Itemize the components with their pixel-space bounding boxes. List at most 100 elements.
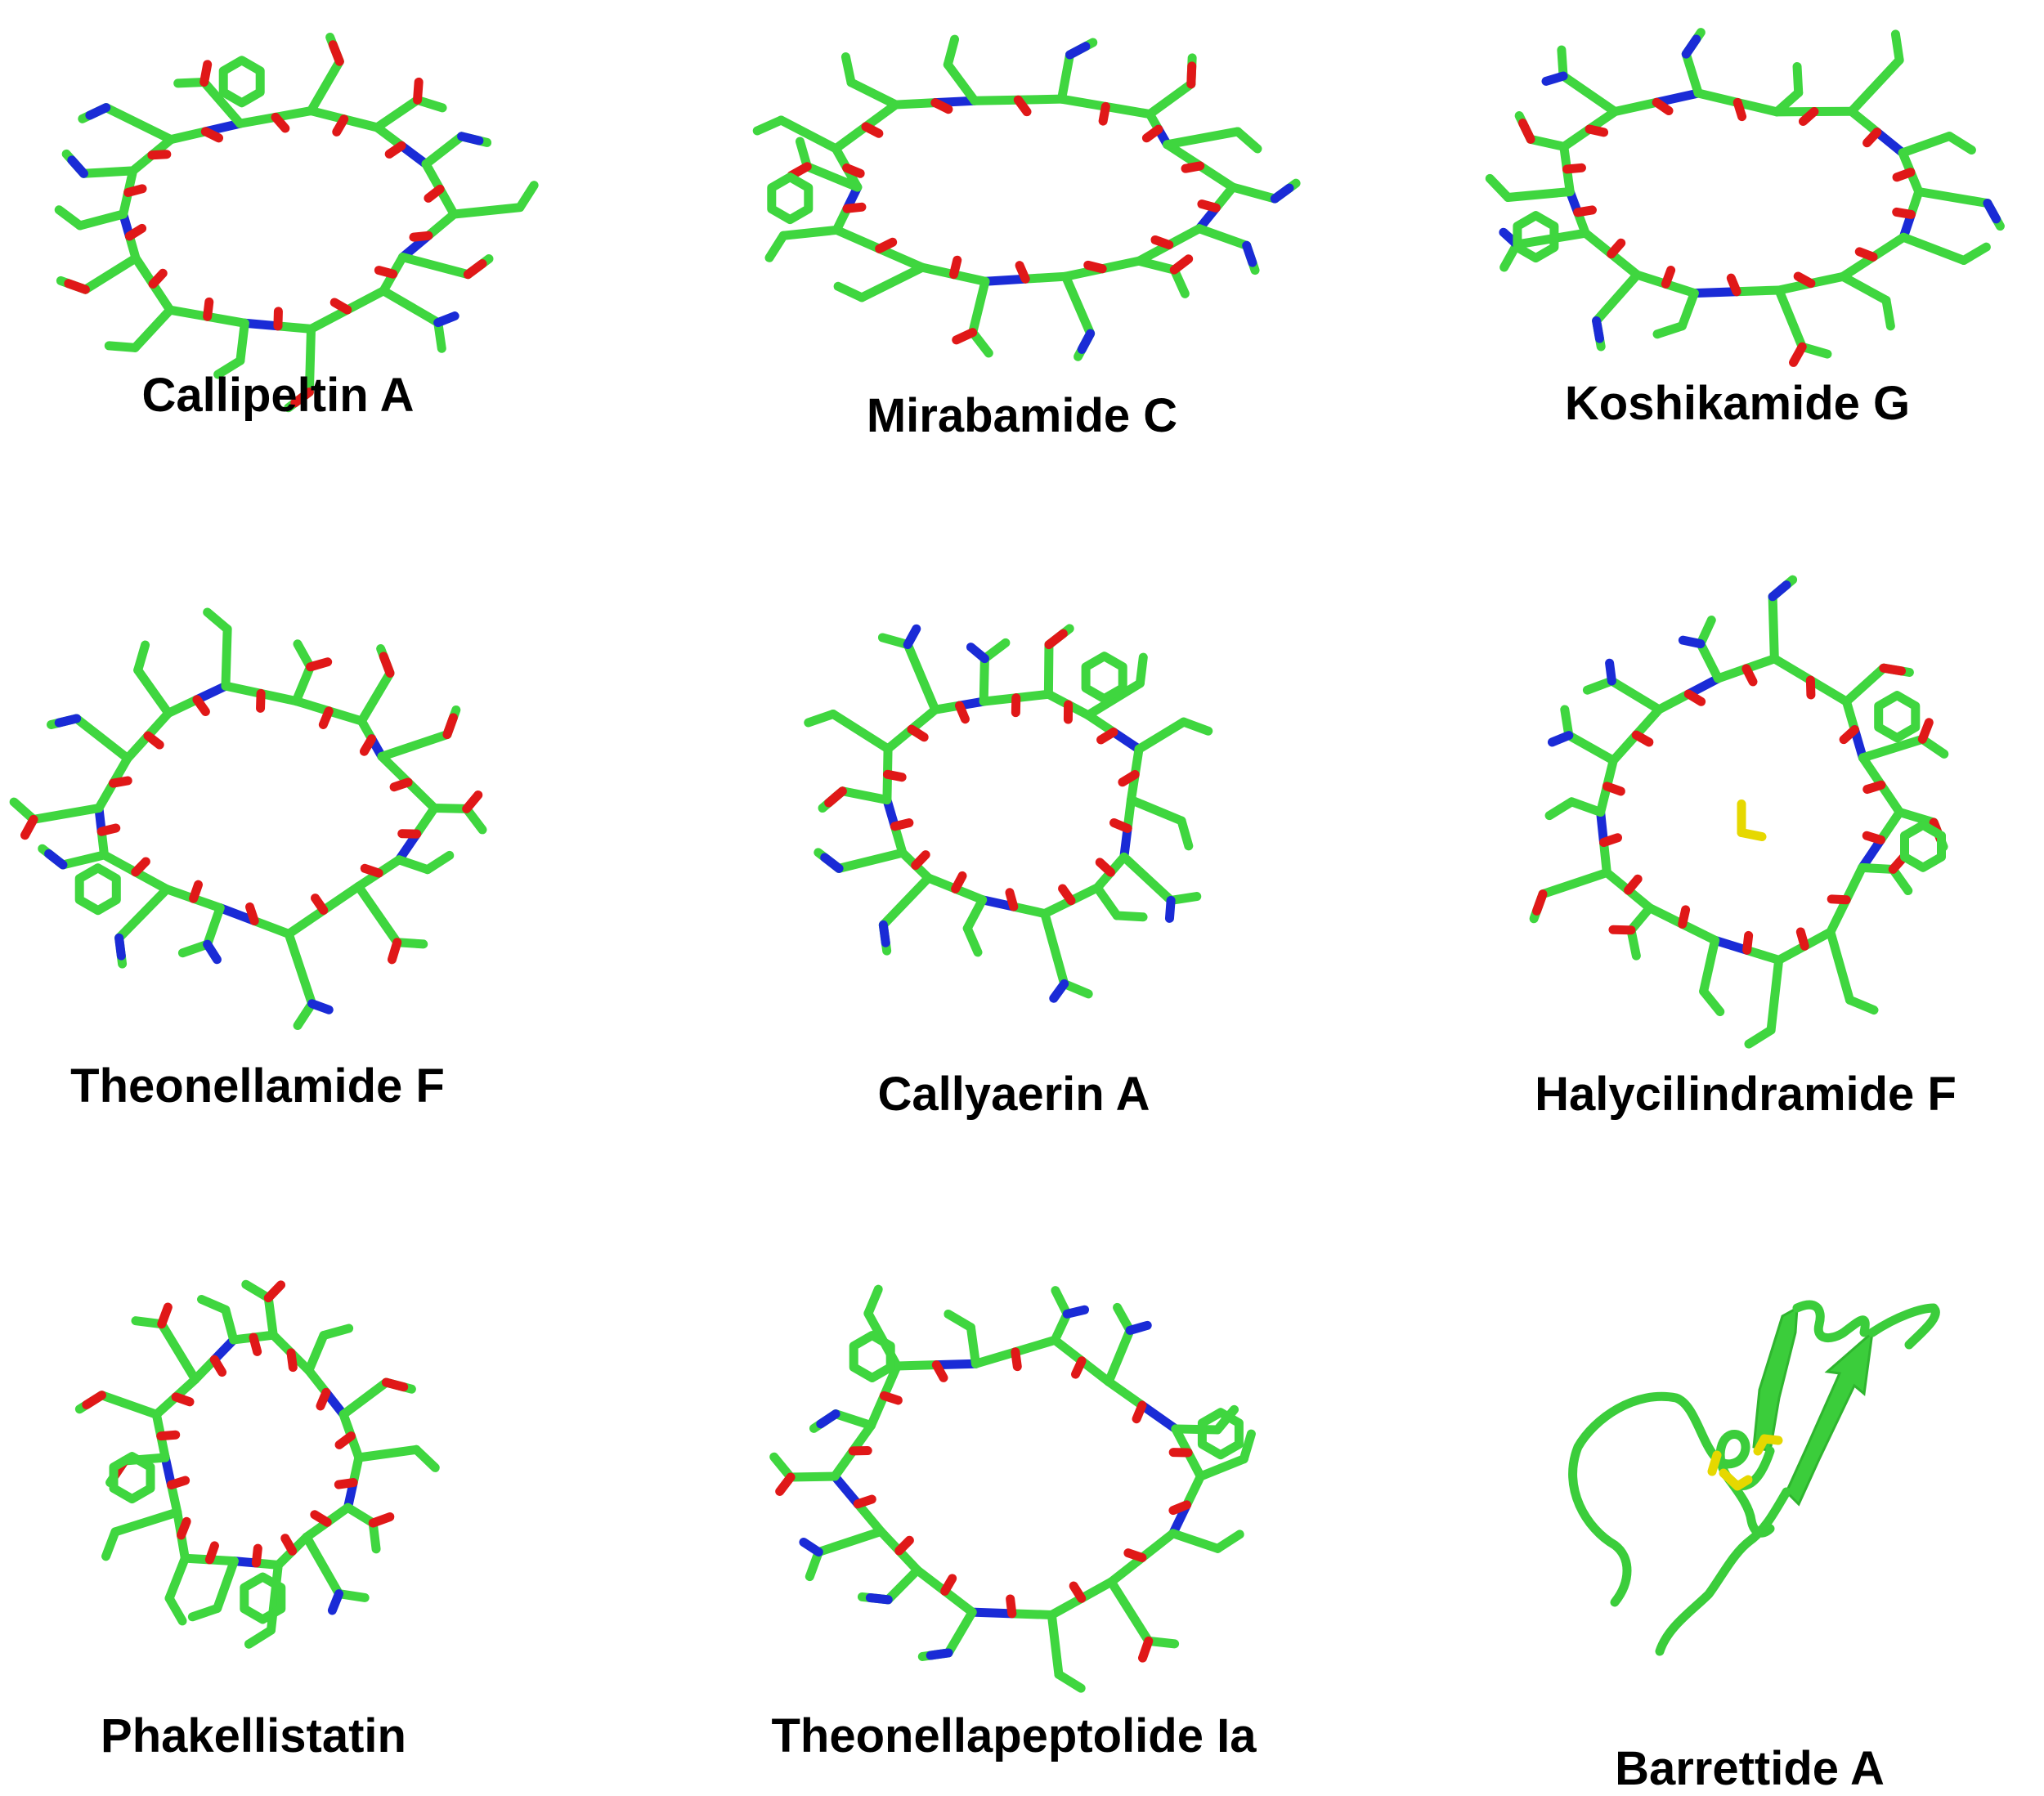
bond-stick: [192, 1608, 217, 1616]
bond-stick: [1015, 1352, 1017, 1367]
bond-stick: [333, 45, 339, 61]
bond-stick: [1603, 842, 1607, 872]
bond-stick: [1749, 1030, 1771, 1044]
bond-stick: [1811, 276, 1843, 283]
bond-stick: [1128, 1553, 1142, 1558]
bond-stick: [1200, 1459, 1244, 1476]
bond-stick: [1949, 137, 1971, 150]
bond-stick: [1589, 129, 1604, 132]
bond-stick: [1849, 1000, 1874, 1010]
bond-stick: [783, 230, 836, 235]
bond-stick: [434, 808, 466, 809]
bond-stick: [1899, 813, 1934, 823]
bond-stick: [1686, 54, 1698, 93]
bond-stick: [880, 242, 893, 249]
bond-stick: [1109, 1330, 1130, 1382]
bond-stick: [337, 119, 344, 132]
bond-stick: [769, 235, 783, 258]
bond-stick: [311, 662, 328, 667]
bond-stick: [838, 286, 862, 298]
bond-stick: [1238, 132, 1257, 149]
bond-stick: [25, 819, 34, 835]
bond-stick: [791, 1476, 835, 1477]
bond-stick: [1111, 1582, 1149, 1641]
bond-stick: [359, 1449, 416, 1458]
bond-stick: [791, 167, 807, 176]
panel-phakellistatin: Phakellistatin: [90, 1251, 417, 1774]
bond-stick: [1051, 1598, 1081, 1615]
bond-stick: [87, 1395, 102, 1405]
bond-stick: [1741, 833, 1762, 837]
bond-stick: [821, 1414, 836, 1424]
bond-stick: [208, 316, 245, 323]
bond-stick: [880, 249, 922, 267]
bond-stick: [1124, 857, 1171, 900]
panel-barrettide-a: Barrettide A: [1537, 1283, 1962, 1774]
bond-stick: [467, 795, 478, 808]
bond-stick: [379, 271, 392, 275]
bond-stick: [1774, 659, 1810, 680]
bond-stick: [1045, 914, 1065, 984]
bond-stick: [1650, 908, 1683, 925]
panel-koshikamide-g: Koshikamide G: [1447, 16, 2028, 441]
bond-stick: [1082, 334, 1090, 349]
bond-stick: [1852, 111, 1877, 132]
bond-stick: [973, 281, 985, 332]
bond-stick: [960, 705, 966, 719]
bond-stick: [1613, 929, 1631, 930]
bond-stick: [953, 275, 985, 282]
bond-stick: [462, 137, 479, 141]
bond-stick: [1688, 694, 1701, 701]
bond-stick: [197, 686, 226, 700]
bond-stick: [289, 910, 324, 934]
bond-stick: [162, 1324, 195, 1380]
bond-stick: [896, 103, 935, 105]
bond-stick: [194, 885, 199, 898]
bond-stick: [214, 1359, 222, 1372]
molecule-callyaerin-a: [785, 589, 1243, 973]
bond-stick: [315, 1515, 327, 1522]
bond-stick: [845, 57, 851, 83]
bond-stick: [344, 119, 377, 128]
bond-stick: [1636, 735, 1649, 742]
bond-stick: [888, 1570, 917, 1600]
bond-stick: [428, 214, 454, 235]
bond-stick: [984, 698, 1016, 701]
bond-stick: [119, 889, 167, 938]
bond-stick: [1155, 240, 1169, 244]
bond-stick: [1665, 284, 1694, 293]
aromatic-ring: [1879, 696, 1916, 738]
bond-stick: [917, 1570, 945, 1592]
bond-stick: [417, 808, 435, 835]
label-barrettide-a: Barrettide A: [1537, 1741, 1962, 1796]
bond-stick: [106, 108, 171, 140]
bond-stick: [1704, 940, 1715, 991]
bond-stick: [970, 647, 984, 659]
bond-stick: [870, 1598, 888, 1600]
bond-stick: [1773, 585, 1786, 597]
bond-stick: [59, 719, 76, 723]
bond-stick: [948, 1612, 972, 1653]
bond-stick: [182, 1521, 187, 1535]
bond-stick: [249, 907, 254, 920]
bond-stick: [1773, 597, 1774, 659]
bond-stick: [1694, 292, 1737, 293]
bond-stick: [1176, 1429, 1217, 1430]
bond-stick: [858, 1499, 872, 1504]
bond-stick: [1531, 139, 1564, 146]
bond-stick: [382, 735, 447, 757]
bond-stick: [1607, 786, 1620, 791]
bond-stick: [197, 700, 205, 712]
aromatic-ring: [854, 1336, 890, 1378]
molecule-theonellapeptolide-ia: [728, 1243, 1300, 1668]
bond-stick: [1082, 1582, 1111, 1598]
bond-stick: [394, 782, 408, 787]
beta-strand-arrow: [1786, 1332, 1872, 1504]
bond-stick: [1597, 320, 1600, 338]
bond-stick: [1794, 347, 1803, 362]
bond-stick: [1088, 265, 1102, 268]
bond-stick: [1615, 102, 1656, 111]
bond-stick: [1070, 47, 1086, 55]
bond-stick: [1523, 123, 1531, 140]
bond-stick: [162, 1307, 168, 1324]
